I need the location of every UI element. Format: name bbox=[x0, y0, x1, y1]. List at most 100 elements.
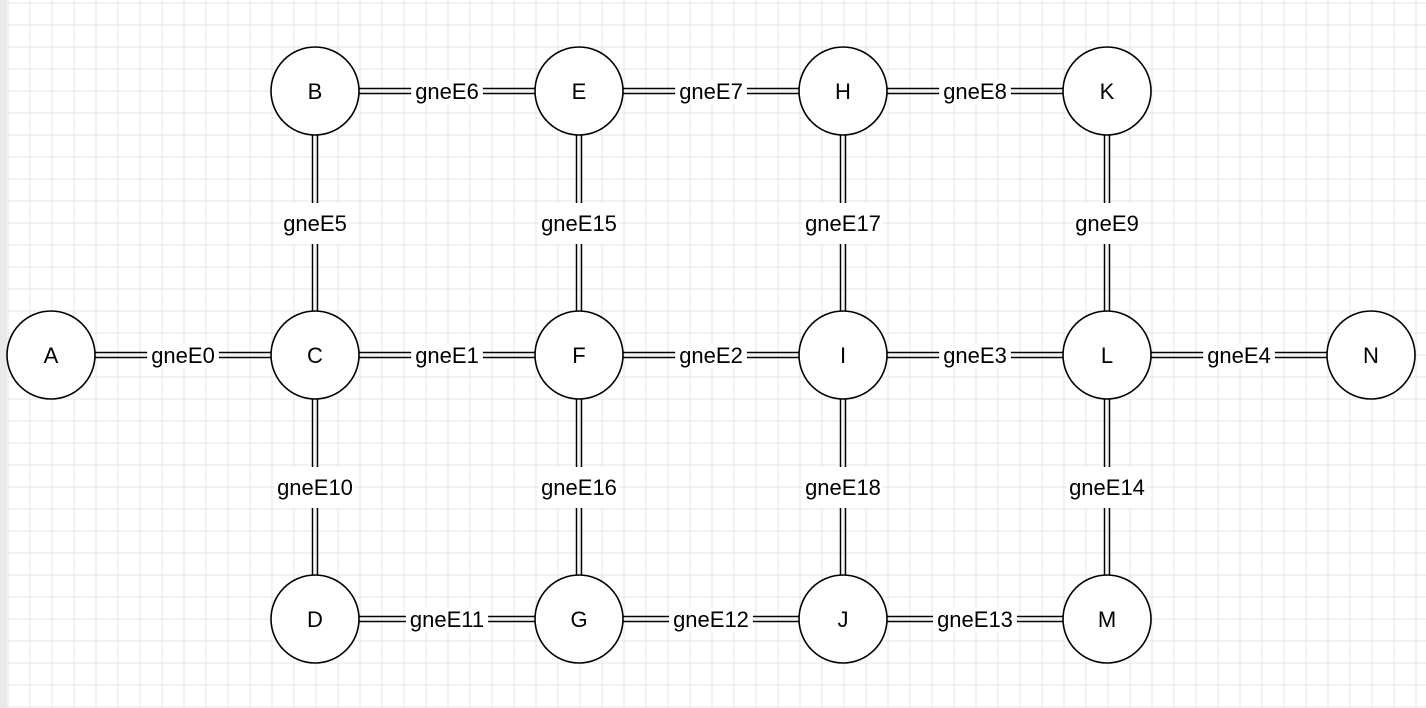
edge-label: gneE5 bbox=[283, 211, 347, 236]
node-label: G bbox=[570, 607, 587, 632]
edge-label-background bbox=[939, 343, 1011, 368]
node-circle bbox=[798, 310, 888, 400]
node-circle bbox=[534, 574, 624, 664]
node-B[interactable]: B bbox=[270, 46, 360, 136]
edge-label-background bbox=[405, 607, 489, 632]
edge-label-background bbox=[1203, 343, 1275, 368]
edge-gneE17[interactable]: gneE17 bbox=[803, 135, 883, 311]
node-G[interactable]: G bbox=[534, 574, 624, 664]
edge-label-background bbox=[933, 607, 1017, 632]
edge-label-background bbox=[539, 203, 619, 244]
node-D[interactable]: D bbox=[270, 574, 360, 664]
edge-label-background bbox=[675, 343, 747, 368]
edge-label: gneE13 bbox=[937, 607, 1013, 632]
edge-gneE14[interactable]: gneE14 bbox=[1067, 399, 1147, 575]
node-H[interactable]: H bbox=[798, 46, 888, 136]
edge-gneE1[interactable]: gneE1 bbox=[359, 343, 535, 368]
node-circle bbox=[270, 46, 360, 136]
edge-label-background bbox=[147, 343, 219, 368]
node-M[interactable]: M bbox=[1062, 574, 1152, 664]
edge-gneE0[interactable]: gneE0 bbox=[95, 343, 271, 368]
node-A[interactable]: A bbox=[6, 310, 96, 400]
edge-gneE16[interactable]: gneE16 bbox=[539, 399, 619, 575]
edge-label: gneE17 bbox=[805, 211, 881, 236]
node-circle bbox=[1062, 310, 1152, 400]
edge-gneE12[interactable]: gneE12 bbox=[623, 607, 799, 632]
node-L[interactable]: L bbox=[1062, 310, 1152, 400]
node-label: K bbox=[1100, 79, 1115, 104]
edge-label: gneE4 bbox=[1207, 343, 1271, 368]
edge-gneE8[interactable]: gneE8 bbox=[887, 79, 1063, 104]
node-circle bbox=[1062, 46, 1152, 136]
node-circle bbox=[534, 46, 624, 136]
node-circle bbox=[1062, 574, 1152, 664]
node-E[interactable]: E bbox=[534, 46, 624, 136]
edge-label: gneE0 bbox=[151, 343, 215, 368]
edge-gneE13[interactable]: gneE13 bbox=[887, 607, 1063, 632]
canvas-left-edge bbox=[0, 0, 7, 708]
edge-gneE2[interactable]: gneE2 bbox=[623, 343, 799, 368]
node-J[interactable]: J bbox=[798, 574, 888, 664]
node-label: J bbox=[838, 607, 849, 632]
node-circle bbox=[270, 574, 360, 664]
node-N[interactable]: N bbox=[1326, 310, 1416, 400]
node-label: M bbox=[1098, 607, 1116, 632]
node-circle bbox=[270, 310, 360, 400]
edge-label-background bbox=[939, 79, 1011, 104]
node-circle bbox=[798, 574, 888, 664]
edge-label-background bbox=[669, 607, 753, 632]
edge-gneE7[interactable]: gneE7 bbox=[623, 79, 799, 104]
edge-gneE15[interactable]: gneE15 bbox=[539, 135, 619, 311]
edge-gneE11[interactable]: gneE11 bbox=[359, 607, 535, 632]
node-K[interactable]: K bbox=[1062, 46, 1152, 136]
node-I[interactable]: I bbox=[798, 310, 888, 400]
edge-label-background bbox=[1073, 203, 1141, 244]
node-label: L bbox=[1101, 343, 1113, 368]
node-F[interactable]: F bbox=[534, 310, 624, 400]
edge-label: gneE16 bbox=[541, 475, 617, 500]
edge-label-background bbox=[539, 467, 619, 508]
node-circle bbox=[1326, 310, 1416, 400]
edge-label: gneE9 bbox=[1075, 211, 1139, 236]
edge-label: gneE6 bbox=[415, 79, 479, 104]
edge-label-background bbox=[803, 203, 883, 244]
edge-label: gneE2 bbox=[679, 343, 743, 368]
edge-gneE10[interactable]: gneE10 bbox=[275, 399, 355, 575]
node-label: A bbox=[44, 343, 59, 368]
edge-label-background bbox=[281, 203, 349, 244]
edge-label: gneE3 bbox=[943, 343, 1007, 368]
edge-label-background bbox=[803, 467, 883, 508]
edge-label: gneE14 bbox=[1069, 475, 1145, 500]
edge-label-background bbox=[675, 79, 747, 104]
edge-gneE4[interactable]: gneE4 bbox=[1151, 343, 1327, 368]
edge-label-background bbox=[1067, 467, 1147, 508]
node-label: E bbox=[572, 79, 587, 104]
node-C[interactable]: C bbox=[270, 310, 360, 400]
edge-label: gneE12 bbox=[673, 607, 749, 632]
edge-gneE3[interactable]: gneE3 bbox=[887, 343, 1063, 368]
node-circle bbox=[534, 310, 624, 400]
node-label: B bbox=[308, 79, 323, 104]
edge-label: gneE18 bbox=[805, 475, 881, 500]
edge-label-background bbox=[411, 343, 483, 368]
node-label: I bbox=[840, 343, 846, 368]
node-layer: A B C D E F G H I J K L M N bbox=[6, 46, 1416, 664]
edge-label-background bbox=[411, 79, 483, 104]
edge-gneE5[interactable]: gneE5 bbox=[281, 135, 349, 311]
edge-gneE9[interactable]: gneE9 bbox=[1073, 135, 1141, 311]
node-circle bbox=[798, 46, 888, 136]
edge-label: gneE8 bbox=[943, 79, 1007, 104]
edge-label: gneE7 bbox=[679, 79, 743, 104]
edge-label: gneE11 bbox=[410, 607, 484, 632]
edge-gneE18[interactable]: gneE18 bbox=[803, 399, 883, 575]
edge-layer: gneE0 gneE1 gneE2 gneE3 gneE4 gneE5 gneE6 gneE7… bbox=[95, 79, 1327, 632]
edge-label: gneE10 bbox=[277, 475, 353, 500]
node-label: N bbox=[1363, 343, 1379, 368]
edge-gneE6[interactable]: gneE6 bbox=[359, 79, 535, 104]
node-circle bbox=[6, 310, 96, 400]
edge-label: gneE15 bbox=[541, 211, 617, 236]
edge-label: gneE1 bbox=[415, 343, 479, 368]
node-label: C bbox=[307, 343, 323, 368]
node-label: H bbox=[835, 79, 851, 104]
